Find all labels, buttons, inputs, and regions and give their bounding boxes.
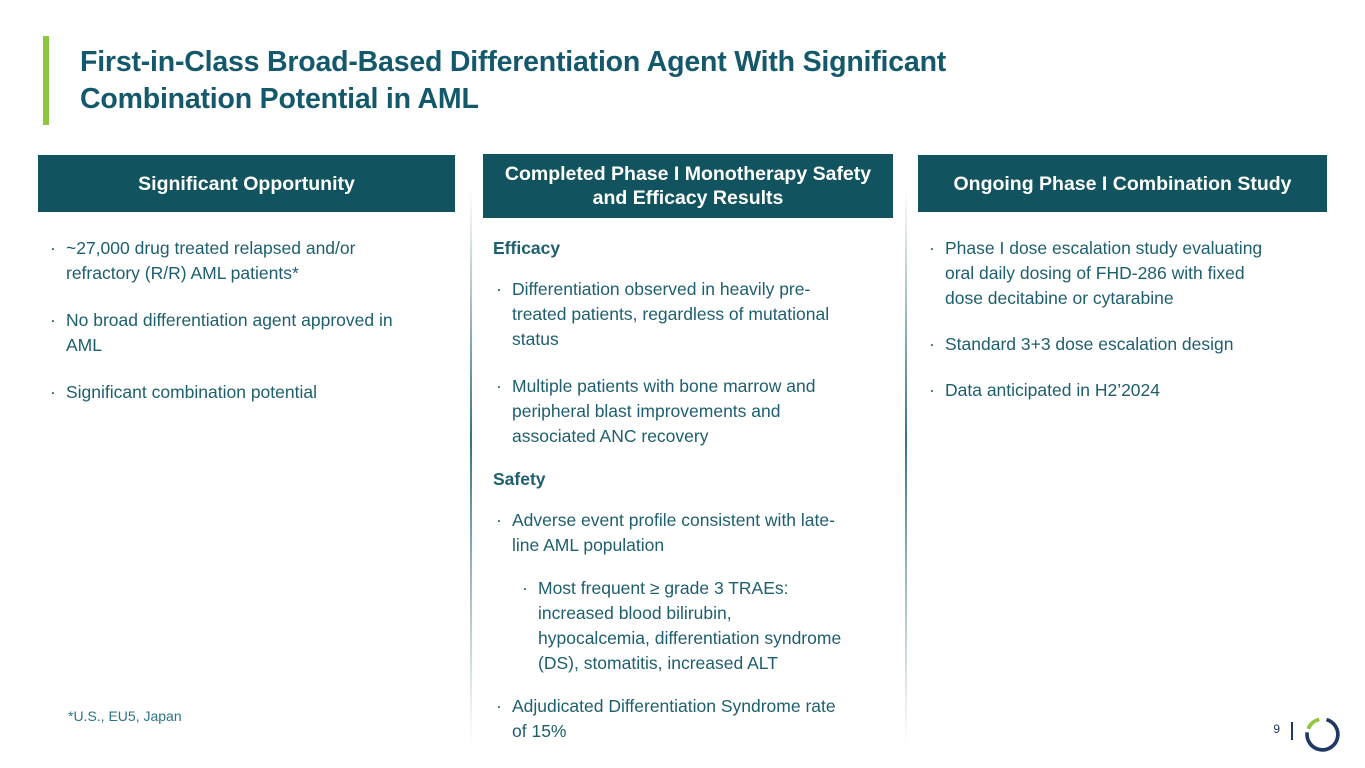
page-number: 9: [1273, 722, 1280, 736]
list-item: Standard 3+3 dose escalation design: [918, 332, 1327, 357]
footnote: *U.S., EU5, Japan: [68, 708, 182, 724]
bullet-text: Standard 3+3 dose escalation design: [945, 334, 1234, 354]
list-item: Data anticipated in H2’2024: [918, 378, 1327, 403]
bullet-icon: [50, 236, 66, 286]
bullet-icon: [522, 576, 538, 676]
column-divider-right: [905, 188, 907, 746]
list-sub-item: Most frequent ≥ grade 3 TRAEs: increased…: [509, 576, 893, 676]
bullet-text: Most frequent ≥ grade 3 TRAEs: increased…: [538, 578, 842, 673]
bullet-icon: [50, 308, 66, 358]
bullet-icon: [496, 508, 512, 558]
broken-circle-logo-icon: [1305, 717, 1340, 752]
column-header-significant-opportunity: Significant Opportunity: [38, 155, 455, 212]
bullet-text: Multiple patients with bone marrow and p…: [512, 376, 816, 446]
list-item: No broad differentiation agent approved …: [38, 308, 448, 358]
bullet-icon: [496, 277, 512, 352]
bullet-icon: [929, 332, 945, 357]
list-item: Multiple patients with bone marrow and p…: [483, 374, 893, 449]
column-header-phase1-monotherapy: Completed Phase I Monotherapy Safety and…: [483, 154, 893, 218]
footer-divider: [1291, 722, 1293, 740]
column-monotherapy-results: Efficacy Differentiation observed in hea…: [483, 236, 893, 766]
bullet-text: Differentiation observed in heavily pre-…: [512, 279, 830, 349]
list-item: Phase I dose escalation study evaluating…: [918, 236, 1327, 311]
column-header-phase1-combination: Ongoing Phase I Combination Study: [918, 155, 1327, 212]
column-combination-study: Phase I dose escalation study evaluating…: [918, 236, 1327, 424]
title-accent-bar: [43, 36, 49, 125]
list-item: Adjudicated Differentiation Syndrome rat…: [483, 694, 893, 744]
bullet-text: ~27,000 drug treated relapsed and/or ref…: [66, 238, 356, 283]
column-significant-opportunity: ~27,000 drug treated relapsed and/or ref…: [38, 236, 448, 427]
bullet-text: No broad differentiation agent approved …: [66, 310, 393, 355]
bullet-icon: [50, 380, 66, 405]
bullet-text: Adjudicated Differentiation Syndrome rat…: [512, 696, 836, 741]
bullet-text: Significant combination potential: [66, 382, 317, 402]
efficacy-heading: Efficacy: [493, 238, 561, 258]
list-item: Adverse event profile consistent with la…: [483, 508, 893, 558]
list-item: Differentiation observed in heavily pre-…: [483, 277, 893, 352]
list-item: ~27,000 drug treated relapsed and/or ref…: [38, 236, 448, 286]
bullet-text: Data anticipated in H2’2024: [945, 380, 1161, 400]
bullet-text: Adverse event profile consistent with la…: [512, 510, 835, 555]
bullet-icon: [496, 694, 512, 744]
slide-title: First-in-Class Broad-Based Differentiati…: [80, 46, 947, 115]
bullet-icon: [929, 236, 945, 311]
bullet-icon: [929, 378, 945, 403]
column-divider-left: [470, 188, 472, 746]
safety-heading: Safety: [493, 469, 546, 489]
bullet-icon: [496, 374, 512, 449]
list-item: Significant combination potential: [38, 380, 448, 405]
bullet-text: Phase I dose escalation study evaluating…: [945, 238, 1263, 308]
